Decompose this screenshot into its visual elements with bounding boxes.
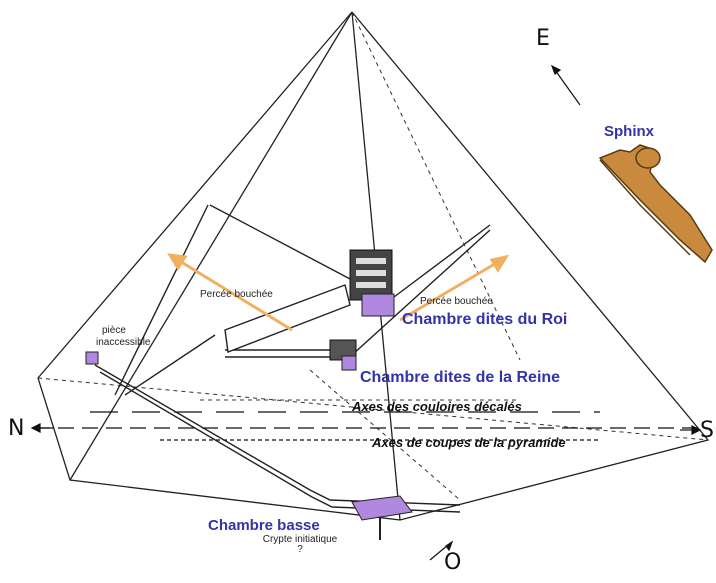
sphinx-figure — [598, 144, 713, 264]
king-chamber-label: Chambre dites du Roi — [402, 311, 568, 328]
inaccessible-room-label-1: pièce — [102, 325, 126, 336]
hidden-edges — [37, 11, 709, 501]
corridors — [94, 204, 491, 513]
inaccessible-room-label-2: inaccessible — [96, 337, 151, 348]
north-south-arrows — [30, 423, 702, 435]
queen-chamber-block — [329, 339, 357, 371]
queen-chamber-label: Chambre dites de la Reine — [360, 369, 561, 386]
south-label: S — [700, 418, 714, 443]
king-chamber-block — [349, 249, 395, 317]
axis-lines — [34, 411, 700, 441]
east-arrow — [550, 64, 581, 106]
west-arrow — [429, 540, 454, 561]
east-label: E — [536, 26, 550, 51]
lower-chamber-block — [351, 495, 413, 540]
pyramid-cuts-axis-label: Axes de coupes de la pyramide — [372, 435, 566, 450]
inaccessible-room-block — [85, 351, 99, 365]
blocked-opening-right-label: Percée bouchée — [420, 296, 493, 307]
lower-chamber-label: Chambre basse — [208, 517, 320, 534]
west-label: O — [444, 550, 462, 575]
crypt-label: Crypte initiatique ? — [262, 534, 338, 555]
blocked-opening-left-label: Percée bouchée — [200, 289, 273, 300]
offset-corridors-axis-label: Axes des couloires décalés — [352, 399, 522, 414]
north-label: N — [8, 416, 25, 441]
blocked-openings-arrows — [167, 253, 510, 332]
sphinx-label: Sphinx — [604, 123, 655, 140]
